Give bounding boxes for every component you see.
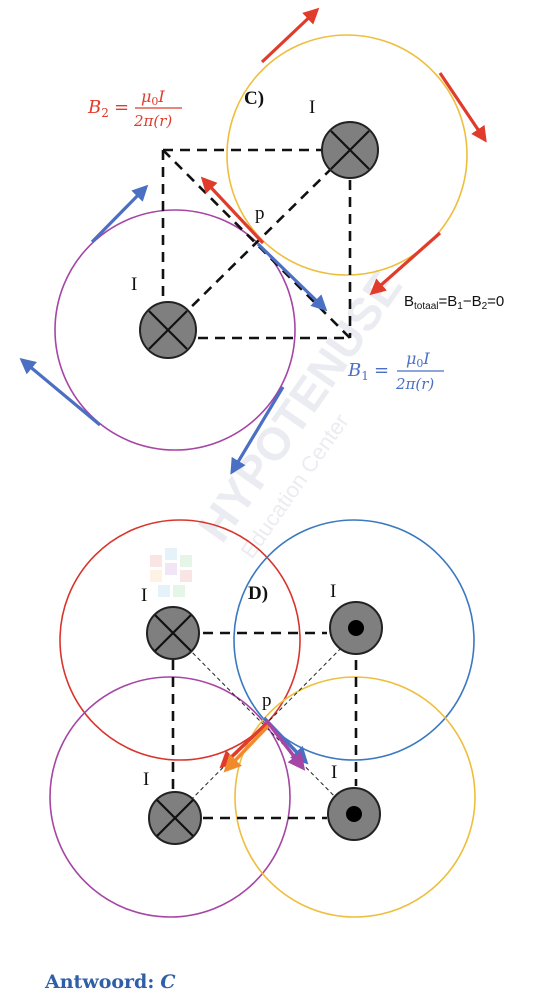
field-arrows-blue <box>19 184 328 475</box>
point-p-label: p <box>262 690 272 711</box>
svg-text:B2: B2 <box>87 97 109 120</box>
answer: Antwoord: C <box>44 971 175 993</box>
current-label-tr: I <box>330 581 336 602</box>
field-arrows-at-p <box>219 716 309 773</box>
watermark-title: HYPOTENUSE <box>188 261 412 550</box>
svg-text:μ0I: μ0I <box>406 349 430 370</box>
field-arrow-icon <box>264 718 306 771</box>
dashed-square <box>161 148 352 340</box>
panel-c-label: C) <box>244 88 264 109</box>
svg-text:2π(r): 2π(r) <box>395 375 434 393</box>
field-arrow-icon <box>19 357 102 427</box>
field-arrow-icon <box>256 242 328 312</box>
svg-text:Antwoord:C: Antwoord: C <box>44 971 175 993</box>
field-circle-top-right <box>233 519 475 761</box>
current-into-page-icon <box>139 301 197 359</box>
svg-text:=: = <box>374 360 389 381</box>
field-arrow-icon <box>230 386 285 475</box>
field-arrow-icon <box>369 231 442 296</box>
current-label-top: I <box>309 97 315 118</box>
answer-value: C <box>160 971 175 993</box>
formula-b1: B1 = μ0I 2π(r) <box>347 349 444 393</box>
current-out-of-page-icon <box>329 601 383 655</box>
current-into-page-icon <box>148 791 202 845</box>
answer-label: Antwoord: <box>44 971 154 993</box>
field-arrow-icon <box>438 72 487 143</box>
current-label-bl: I <box>143 769 149 790</box>
diagonals-d <box>172 632 357 819</box>
current-label-br: I <box>331 762 337 783</box>
total-field-equation: Btotaal=B1−B2=0 <box>404 293 504 312</box>
formula-b2: B2 = μ0I 2π(r) <box>87 87 182 130</box>
field-arrow-icon <box>260 7 320 64</box>
panel-d-label: D) <box>248 583 268 604</box>
svg-text:μ0I: μ0I <box>141 87 165 108</box>
current-label-tl: I <box>141 585 147 606</box>
svg-text:2π(r): 2π(r) <box>133 112 172 130</box>
panel-c: C) I I p B2 = μ0I 2π(r) B1 = μ0I 2π(r) B… <box>19 7 504 475</box>
current-into-page-icon <box>321 121 379 179</box>
svg-text:B1: B1 <box>347 360 369 383</box>
field-circle-bottom-left <box>54 209 296 451</box>
field-circle-top-right <box>226 34 468 276</box>
panel-d: D) I I I I p <box>49 519 476 918</box>
dashed-square-d <box>171 631 358 820</box>
point-p-label: p <box>255 203 265 224</box>
field-circle-top-left <box>59 519 301 761</box>
field-arrow-icon <box>90 184 149 244</box>
current-out-of-page-icon <box>327 787 381 841</box>
field-arrow-icon <box>223 722 272 773</box>
field-circle-bottom-left <box>49 676 291 918</box>
field-arrows-red <box>200 7 487 296</box>
field-arrow-icon <box>219 720 270 769</box>
field-arrow-icon <box>200 176 265 245</box>
current-label-left: I <box>131 274 137 295</box>
watermark-logo-icon <box>150 548 192 597</box>
svg-text:=: = <box>114 97 129 118</box>
current-into-page-icon <box>146 606 200 660</box>
